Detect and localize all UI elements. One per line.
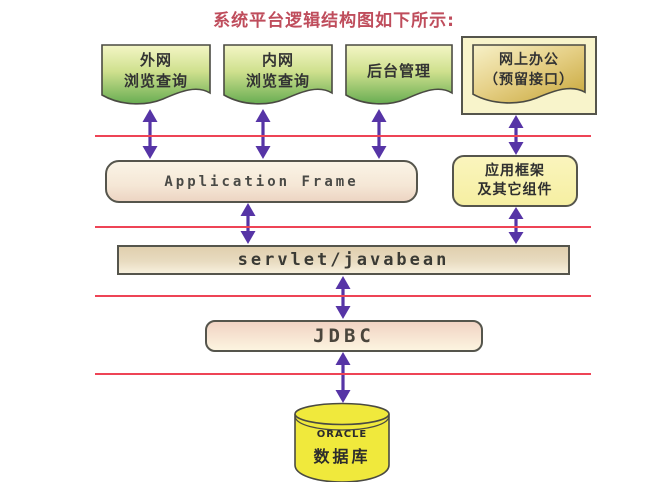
layer-divider-line-4 [95,373,591,375]
app-components-label-line2: 及其它组件 [477,182,553,198]
double-arrow-external-to-frame [142,109,158,159]
application-frame-label: Application Frame [164,173,359,190]
layer-divider-line-3 [95,295,591,297]
doc-box-external-browse: 外网 浏览查询 [101,44,211,108]
box-label-line1: 网上办公 [499,51,559,68]
document-shape-icon [101,44,211,105]
layer-divider-line-2 [95,226,591,228]
servlet-javabean-box: servlet/javabean [117,245,570,275]
app-components-label-line1: 应用框架 [485,163,545,179]
oracle-database-cylinder: ORACLE 数据库 [293,402,391,482]
diagram-title: 系统平台逻辑结构图如下所示: [213,11,455,31]
document-shape-icon [223,44,333,105]
doc-box-admin: 后台管理 [345,44,453,108]
box-label-line1: 后台管理 [366,61,431,80]
document-shape-icon [472,44,586,104]
app-components-box: 应用框架 及其它组件 [452,155,578,207]
double-arrow-internal-to-frame [255,109,271,159]
double-arrow-admin-to-frame [371,109,387,159]
double-arrow-frame-to-servlet [240,203,256,244]
box-label-line1: 内网 [261,51,294,69]
jdbc-label: JDBC [313,325,375,347]
servlet-javabean-label: servlet/javabean [237,250,450,270]
application-frame-box: Application Frame [105,160,418,203]
doc-box-internal-browse: 内网 浏览查询 [223,44,333,108]
oracle-db-label-line1: ORACLE [316,429,368,440]
online-office-outer-box: 网上办公 （预留接口） [461,36,597,115]
cylinder-shape-icon [294,402,390,482]
box-label-line1: 外网 [139,51,172,69]
double-arrow-components-to-servlet [508,207,524,244]
layer-divider-line-1 [95,135,591,137]
double-arrow-servlet-to-jdbc [335,276,351,319]
double-arrow-jdbc-to-database [335,352,351,403]
doc-box-online-office: 网上办公 （预留接口） [472,44,586,107]
jdbc-box: JDBC [205,320,483,352]
oracle-db-label-line2: 数据库 [313,447,371,466]
box-label-line2: （预留接口） [484,71,574,88]
box-label-line2: 浏览查询 [245,72,310,90]
oracle-db-label: ORACLE 数据库 [293,429,391,467]
box-label-line2: 浏览查询 [123,72,188,90]
document-shape-icon [345,44,453,105]
